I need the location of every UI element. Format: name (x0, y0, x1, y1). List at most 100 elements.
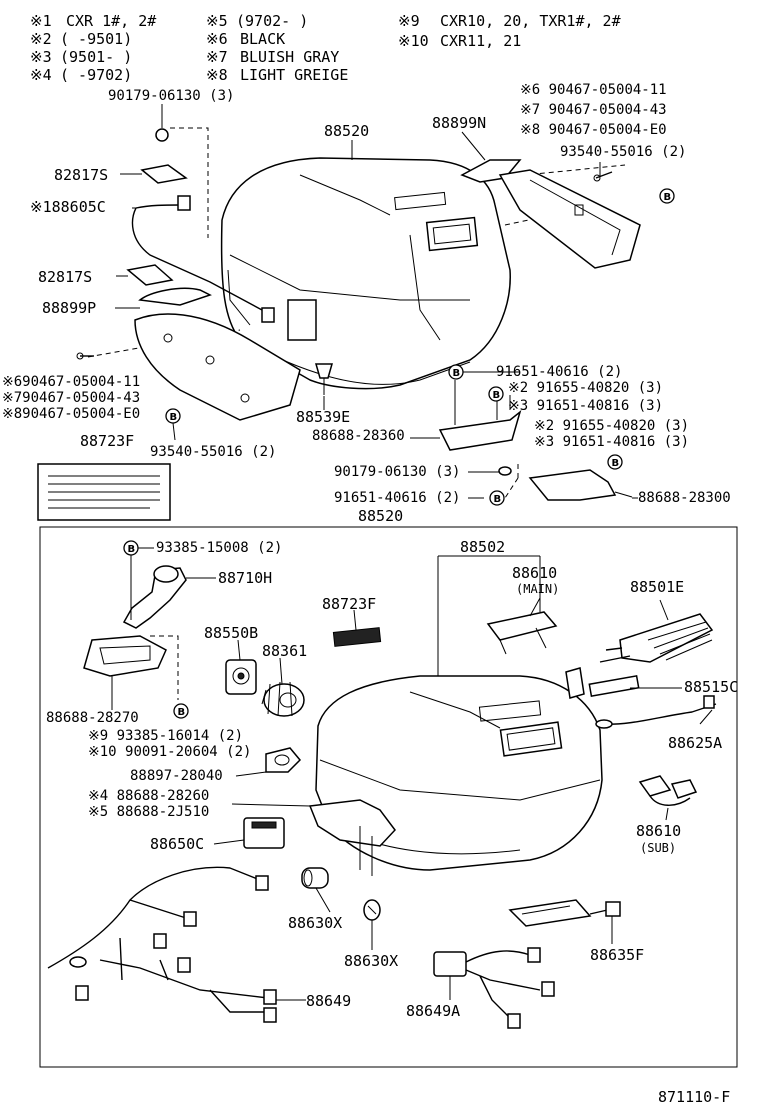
label-88630X-b: 88630X (344, 952, 398, 970)
label-88710H: 88710H (218, 569, 272, 587)
label-88688-28300: 88688-28300 (638, 490, 731, 506)
label-8-top: ※8 90467-05004-E0 (520, 122, 667, 138)
label-93540-bot: 93540-55016 (2) (150, 444, 276, 460)
clip-88539E (315, 363, 333, 379)
label-9-93385: ※9 93385-16014 (2) (88, 728, 243, 744)
gear-88361 (261, 681, 305, 717)
label-82817S-a: 82817S (54, 166, 108, 184)
bracket-88688-28270 (83, 635, 167, 677)
label-main-note: (MAIN) (516, 582, 559, 596)
label-88515C: 88515C (684, 678, 738, 696)
legend-mark-4: ※4 (30, 66, 52, 84)
pcb-88610-main (486, 611, 558, 641)
bracket-88688-28360 (438, 409, 522, 451)
side-bracket (498, 169, 641, 269)
label-7-left: ※790467-05004-43 (2, 390, 140, 406)
label-88501E: 88501E (630, 578, 684, 596)
lower-assembly (47, 565, 717, 1029)
label-88899P: 88899P (42, 299, 96, 317)
legend-text-3: (9501- ) (60, 48, 132, 66)
label-sub-note: (SUB) (640, 841, 676, 855)
plate-88899P (138, 287, 212, 306)
circle-b-1: B (664, 192, 672, 203)
label-90179-mid: 90179-06130 (3) (334, 464, 460, 480)
label-88625A: 88625A (668, 734, 722, 752)
label-3-91651-b: ※3 91651-40816 (3) (534, 434, 689, 450)
figure-code: 871110-F (658, 1088, 730, 1106)
label-10-90091: ※10 90091-20604 (2) (88, 744, 251, 760)
label-91651-b: 91651-40616 (2) (334, 490, 460, 506)
washer-icon (155, 128, 169, 142)
harness-88605C (131, 204, 263, 311)
label-88650C: 88650C (150, 835, 204, 853)
label-88688-28360: 88688-28360 (312, 428, 405, 444)
board-88635F (508, 899, 621, 927)
upper-assembly (37, 127, 641, 521)
label-6-top: ※6 90467-05004-11 (520, 82, 667, 98)
bracket-88688-28260 (308, 799, 396, 847)
circle-b-6: B (494, 494, 502, 505)
bracket-88688-28300 (528, 469, 617, 501)
label-2-91655-b: ※2 91655-40820 (3) (534, 418, 689, 434)
harness-88649 (47, 866, 277, 1023)
harness-88649A (433, 947, 555, 1029)
circle-b-marks-upper: B B B B B B (165, 188, 675, 506)
circle-b-8: B (178, 707, 186, 718)
label-4-88688: ※4 88688-28260 (88, 788, 209, 804)
label-88610-main: 88610 (512, 564, 557, 582)
switch-88550B (225, 659, 257, 695)
label-88502: 88502 (460, 538, 505, 556)
legend-mark-9: ※9 (398, 12, 420, 30)
label-88649A: 88649A (406, 1002, 460, 1020)
legend-text-2: ( -9501) (60, 30, 132, 48)
legend-mark-10: ※10 (398, 32, 429, 50)
circle-b-3: B (453, 368, 461, 379)
label-3-91651-a: ※3 91651-40816 (3) (508, 398, 663, 414)
label-88605C: ※188605C (30, 198, 106, 216)
legend-text-5: (9702- ) (236, 12, 308, 30)
upper-labels: 90179-06130 (3) 88520 88899N ※6 90467-05… (2, 82, 731, 525)
legend-text-6: BLACK (240, 30, 285, 48)
legend-mark-7: ※7 (206, 48, 228, 66)
label-88361: 88361 (262, 642, 307, 660)
label-82817S-a (140, 164, 188, 184)
label-82817S-b: 82817S (38, 268, 92, 286)
label-90179-top: 90179-06130 (3) (108, 88, 234, 104)
upper-leaders (115, 104, 638, 499)
label-88897-28040: 88897-28040 (130, 768, 223, 784)
lamp-88630X-a (301, 867, 329, 889)
fan-88501E (599, 613, 714, 663)
side-panel (134, 313, 301, 421)
label-88630X-a: 88630X (288, 914, 342, 932)
lamp-88630X-b (363, 899, 381, 921)
hose-88515C (565, 667, 640, 699)
label-6-left: ※690467-05004-11 (2, 374, 140, 390)
label-5-88688: ※5 88688-2J510 (88, 804, 209, 820)
label-88899N: 88899N (432, 114, 486, 132)
label-88723F-top: 88723F (80, 432, 134, 450)
box-body-upper (220, 157, 511, 390)
handle-88710H (122, 567, 187, 629)
label-88649: 88649 (306, 992, 351, 1010)
legend-text-4: ( -9702) (60, 66, 132, 84)
legend-mark-6: ※6 (206, 30, 228, 48)
label-88610-sub: 88610 (636, 822, 681, 840)
legend-text-10: CXR11, 21 (440, 32, 521, 50)
grommet-88897-28040 (265, 747, 302, 773)
label-88520-top: 88520 (324, 122, 369, 140)
label-82817S-b (126, 264, 174, 286)
circle-b-7: B (128, 544, 136, 555)
label-91651-a: 91651-40616 (2) (496, 364, 622, 380)
label-8-left: ※890467-05004-E0 (2, 406, 140, 422)
label-88688-28270: 88688-28270 (46, 710, 139, 726)
circle-b-2: B (170, 412, 178, 423)
label-88520-box: 88520 (358, 507, 403, 525)
assembly-frame (39, 526, 738, 1068)
lower-leaders (111, 547, 713, 1001)
legend-text-8: LIGHT GREIGE (240, 66, 348, 84)
legend-text-9: CXR10, 20, TXR1#, 2# (440, 12, 621, 30)
legend-mark-1: ※1 (30, 12, 52, 30)
pcb-88610-sub (638, 775, 698, 806)
label-93385-15008: 93385-15008 (2) (156, 540, 282, 556)
